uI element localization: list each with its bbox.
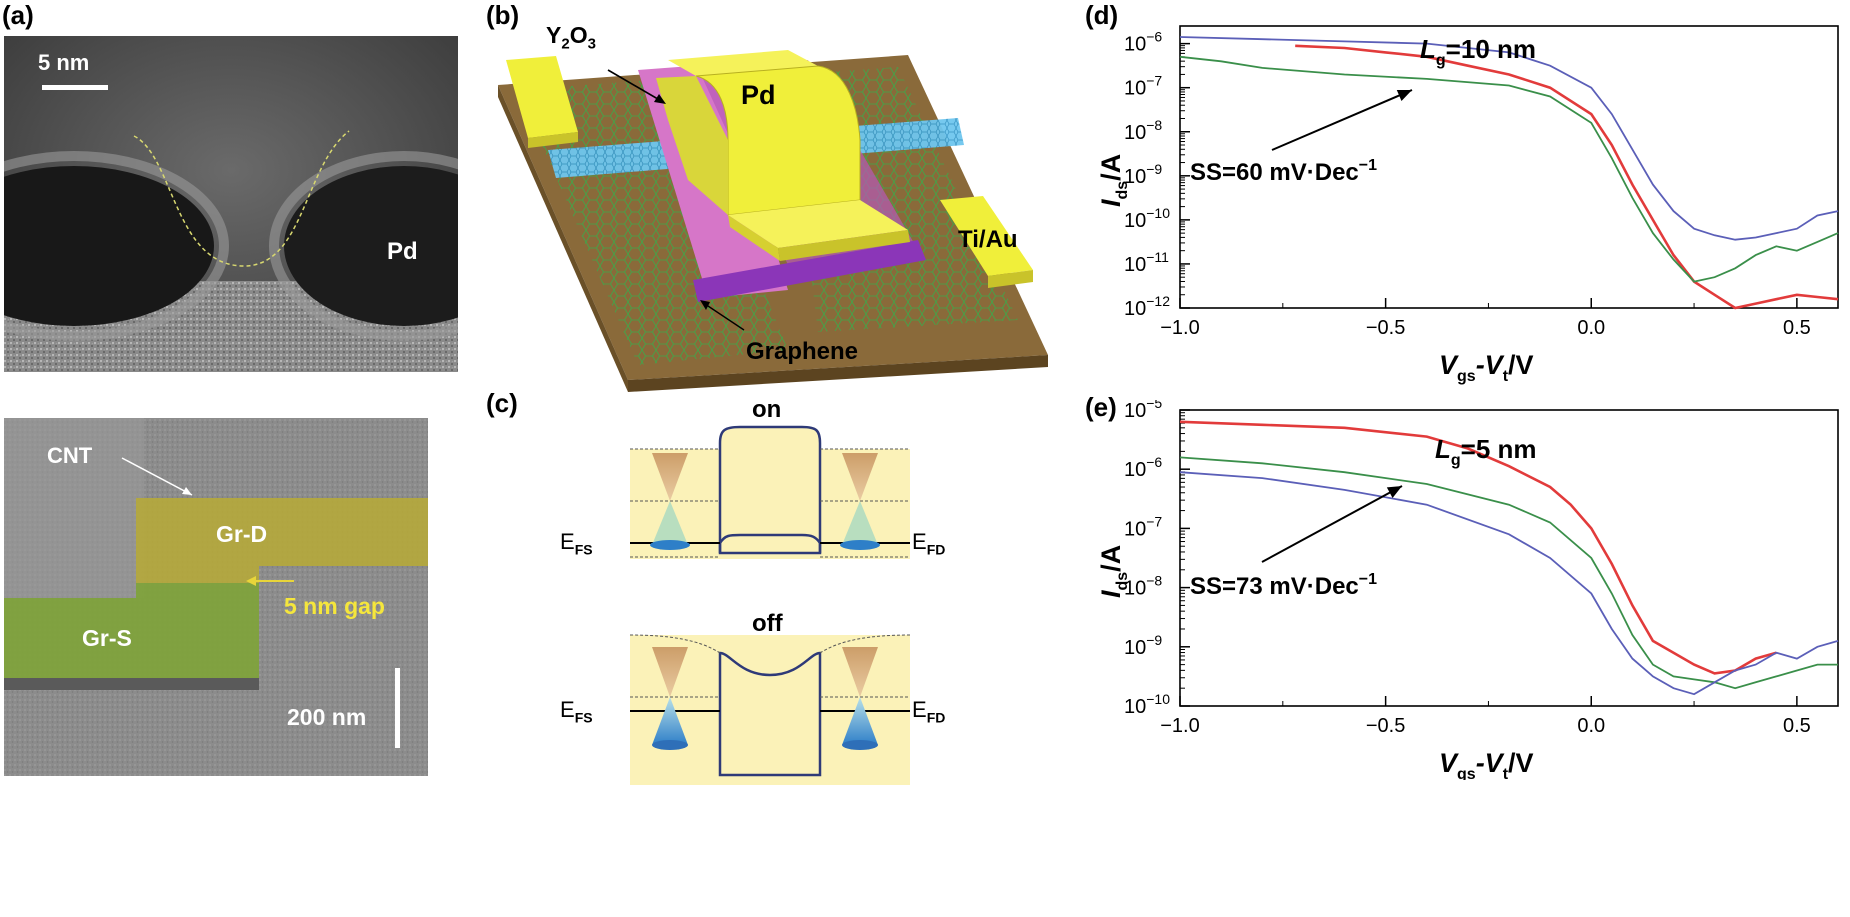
lg-annotation: Lg=5 nm — [1435, 434, 1537, 469]
x-tick-label: −0.5 — [1366, 715, 1405, 737]
sem-scale-label: 200 nm — [287, 704, 367, 730]
y-tick-label: 10−7 — [1124, 513, 1162, 540]
x-tick-label: 0.5 — [1783, 317, 1811, 339]
contact-label: Ti/Au — [958, 226, 1018, 253]
plot-frame — [1179, 409, 1839, 707]
tem-scale-bar — [42, 85, 108, 90]
ss-arrow — [1271, 89, 1413, 151]
plot-frame — [1179, 25, 1839, 309]
ss-arrow-head — [1386, 486, 1402, 498]
tem-image — [4, 36, 458, 372]
panel-b-label: (b) — [486, 0, 520, 30]
x-axis-label: Vgs-Vt/V — [1439, 748, 1534, 780]
x-tick-label: 0.0 — [1577, 317, 1605, 339]
y-axis-label: Ids/A — [1096, 154, 1131, 207]
tem-pd-label: Pd — [387, 238, 418, 265]
efs-on-label: EFS — [560, 529, 593, 558]
x-axis-label: Vgs-Vt/V — [1439, 350, 1534, 385]
oxide-label: Y2O3 — [546, 22, 596, 53]
y-tick-label: 10−9 — [1124, 161, 1162, 188]
sem-source-label: Gr-S — [82, 625, 132, 651]
band-diagram — [629, 425, 911, 785]
panel-e-label: (e) — [1085, 392, 1117, 422]
x-tick-label: 0.5 — [1783, 715, 1811, 737]
efs-off-label: EFS — [560, 697, 593, 726]
device-schematic — [498, 50, 1048, 392]
x-tick-label: 0.0 — [1577, 715, 1605, 737]
y-tick-label: 10−12 — [1124, 293, 1170, 320]
y-tick-label: 10−10 — [1124, 205, 1170, 232]
panel-a-label: (a) — [2, 0, 34, 30]
y-tick-label: 10−5 — [1124, 400, 1162, 422]
ss-annotation: SS=60 mV·Dec−1 — [1190, 157, 1377, 186]
y-tick-label: 10−9 — [1124, 632, 1162, 659]
series-line-2 — [1179, 471, 1839, 696]
chart-d: 10−6 10−7 10−8 10−9 10−10 10−11 10−12−1.0 −0.5 0… — [1096, 25, 1839, 385]
band-on-label: on — [752, 396, 782, 423]
ss-arrow-head — [1396, 90, 1412, 102]
graphene-label: Graphene — [746, 338, 859, 365]
series-line-0 — [1179, 36, 1839, 241]
series-line-1 — [1295, 44, 1839, 310]
efd-off-label: EFD — [912, 697, 946, 726]
gate-pd-label: Pd — [741, 80, 776, 110]
panel-c-label: (c) — [486, 388, 518, 418]
ss-annotation: SS=73 mV·Dec−1 — [1190, 571, 1377, 600]
y-tick-label: 10−10 — [1124, 691, 1170, 718]
sem-image — [4, 418, 428, 776]
band-off-label: off — [752, 610, 783, 637]
efd-on-label: EFD — [912, 529, 946, 558]
chart-e: 10−5 10−6 10−7 10−8 10−9 10−10−1.0 −0.5 0.0 0.5 L… — [1096, 400, 1839, 780]
series-line-0 — [1179, 420, 1777, 675]
y-tick-label: 10−6 — [1124, 29, 1162, 56]
lg-annotation: Lg=10 nm — [1420, 34, 1536, 69]
series-line-1 — [1179, 456, 1838, 690]
y-tick-label: 10−7 — [1124, 73, 1162, 100]
y-axis-label: Ids/A — [1096, 545, 1131, 598]
panel-d-label: (d) — [1085, 0, 1119, 30]
y-tick-label: 10−8 — [1124, 573, 1162, 600]
y-tick-label: 10−6 — [1124, 454, 1162, 481]
sem-drain-label: Gr-D — [216, 521, 268, 547]
y-tick-label: 10−11 — [1124, 249, 1169, 276]
sem-gap-label: 5 nm gap — [284, 593, 385, 619]
y-tick-label: 10−8 — [1124, 117, 1162, 144]
x-tick-label: −1.0 — [1160, 317, 1199, 339]
series-line-2 — [1179, 55, 1839, 283]
x-tick-label: −0.5 — [1366, 317, 1405, 339]
sem-cnt-label: CNT — [47, 443, 93, 468]
ss-arrow — [1261, 485, 1403, 563]
tem-scale-label: 5 nm — [38, 50, 90, 75]
x-tick-label: −1.0 — [1160, 715, 1199, 737]
